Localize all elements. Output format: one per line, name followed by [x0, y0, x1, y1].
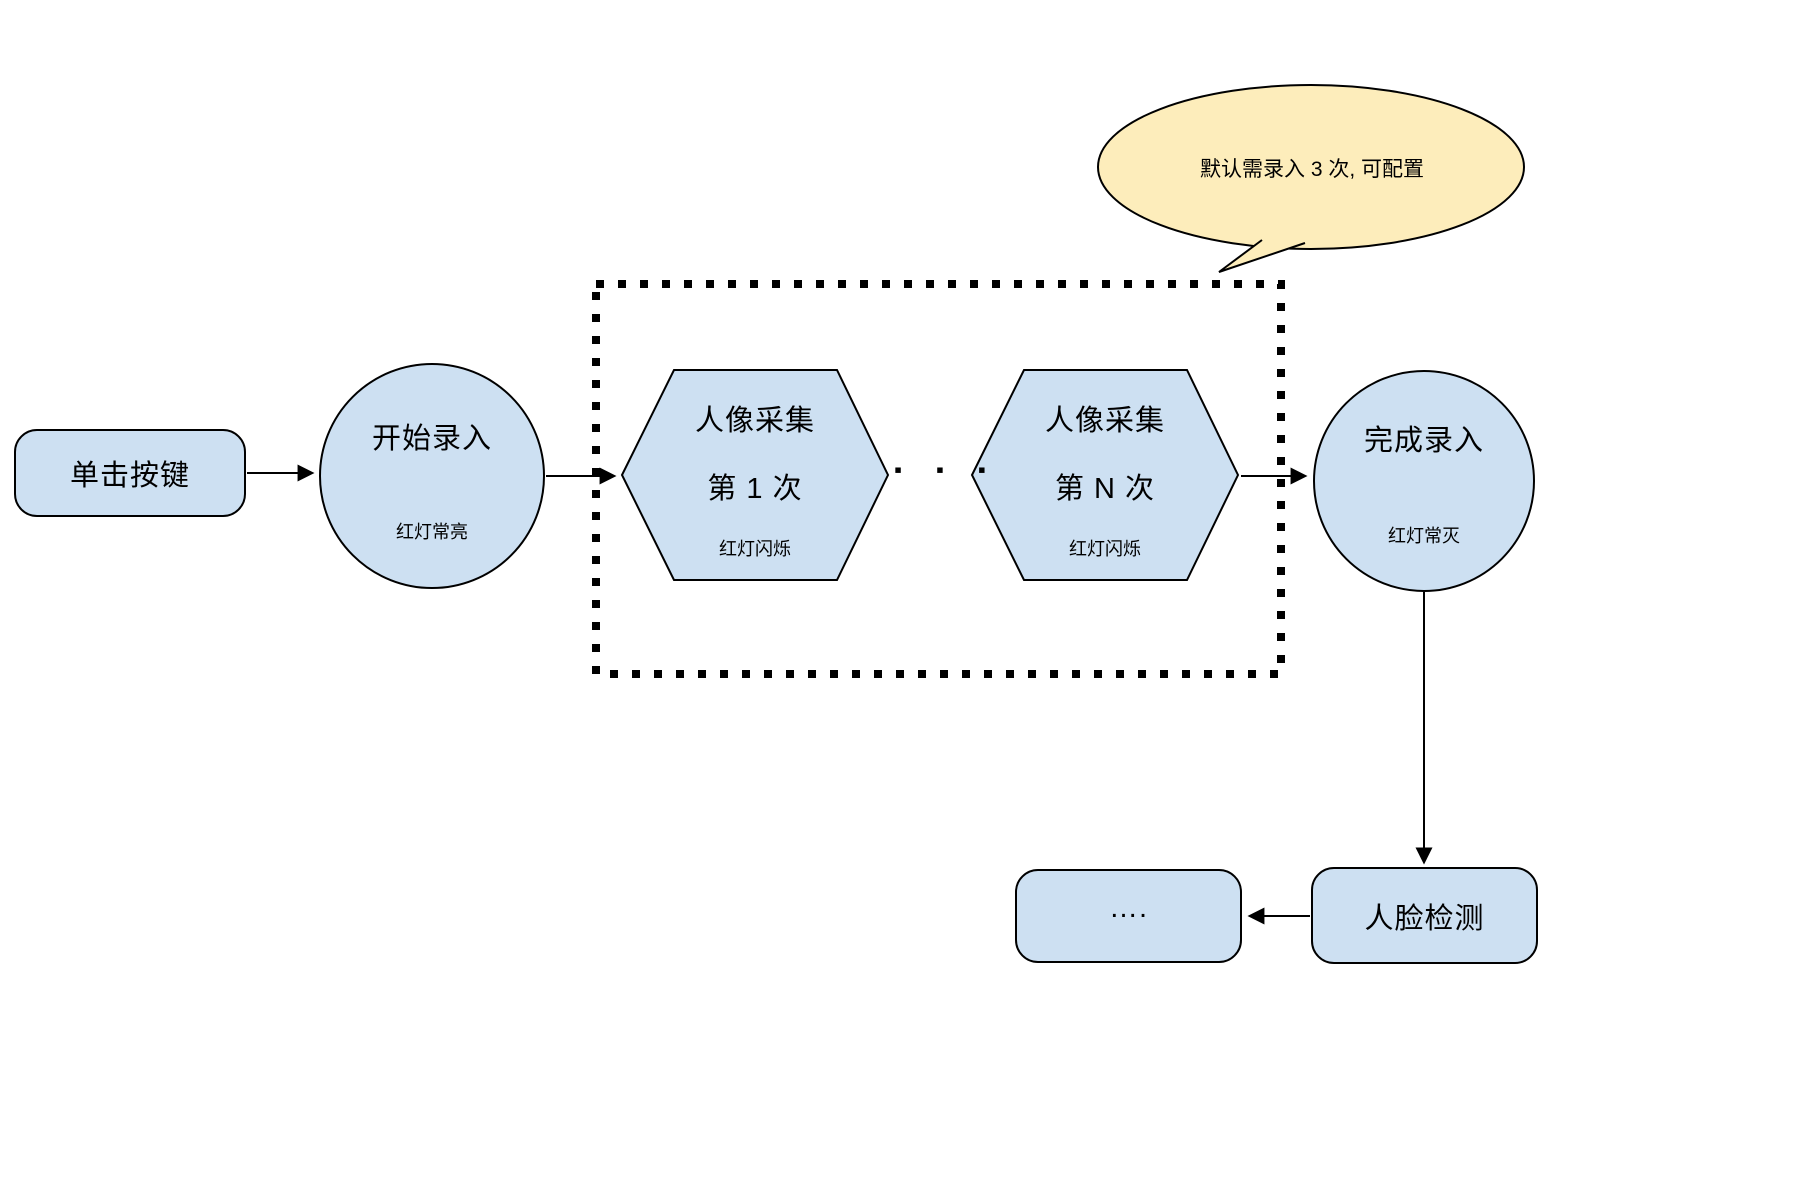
capture-nth-line1: 人像采集	[1044, 405, 1165, 437]
start-enroll-title: 开始录入	[371, 423, 492, 455]
capture-group-border	[592, 280, 1285, 678]
callout-tail	[1218, 239, 1306, 273]
capture-first-line1: 人像采集	[694, 405, 815, 437]
start-enroll-shape	[319, 363, 545, 589]
capture-repeat-ellipsis: ▪ ▪ ▪	[894, 457, 1000, 482]
start-enroll-status: 红灯常亮	[396, 522, 468, 542]
next-steps-shape	[1015, 869, 1242, 963]
capture-nth-shape	[970, 369, 1240, 581]
callout-text: 默认需录入 3 次, 可配置	[1199, 158, 1425, 181]
capture-nth-line2: 第 N 次	[1054, 473, 1156, 505]
click-button-label: 单击按键	[69, 460, 190, 492]
capture-first-status: 红灯闪烁	[719, 539, 791, 559]
finish-enroll-shape	[1313, 370, 1535, 592]
capture-first-shape	[620, 369, 890, 581]
callout-bubble-shape	[1097, 84, 1525, 250]
click-button-shape	[14, 429, 246, 517]
finish-enroll-status: 红灯常灭	[1388, 526, 1460, 546]
face-detection-label: 人脸检测	[1364, 902, 1485, 935]
next-steps-label: ….	[1108, 891, 1149, 924]
capture-nth-status: 红灯闪烁	[1069, 539, 1141, 559]
face-detection-shape	[1311, 867, 1538, 964]
capture-first-line2: 第 1 次	[707, 473, 803, 505]
finish-enroll-title: 完成录入	[1363, 425, 1484, 457]
